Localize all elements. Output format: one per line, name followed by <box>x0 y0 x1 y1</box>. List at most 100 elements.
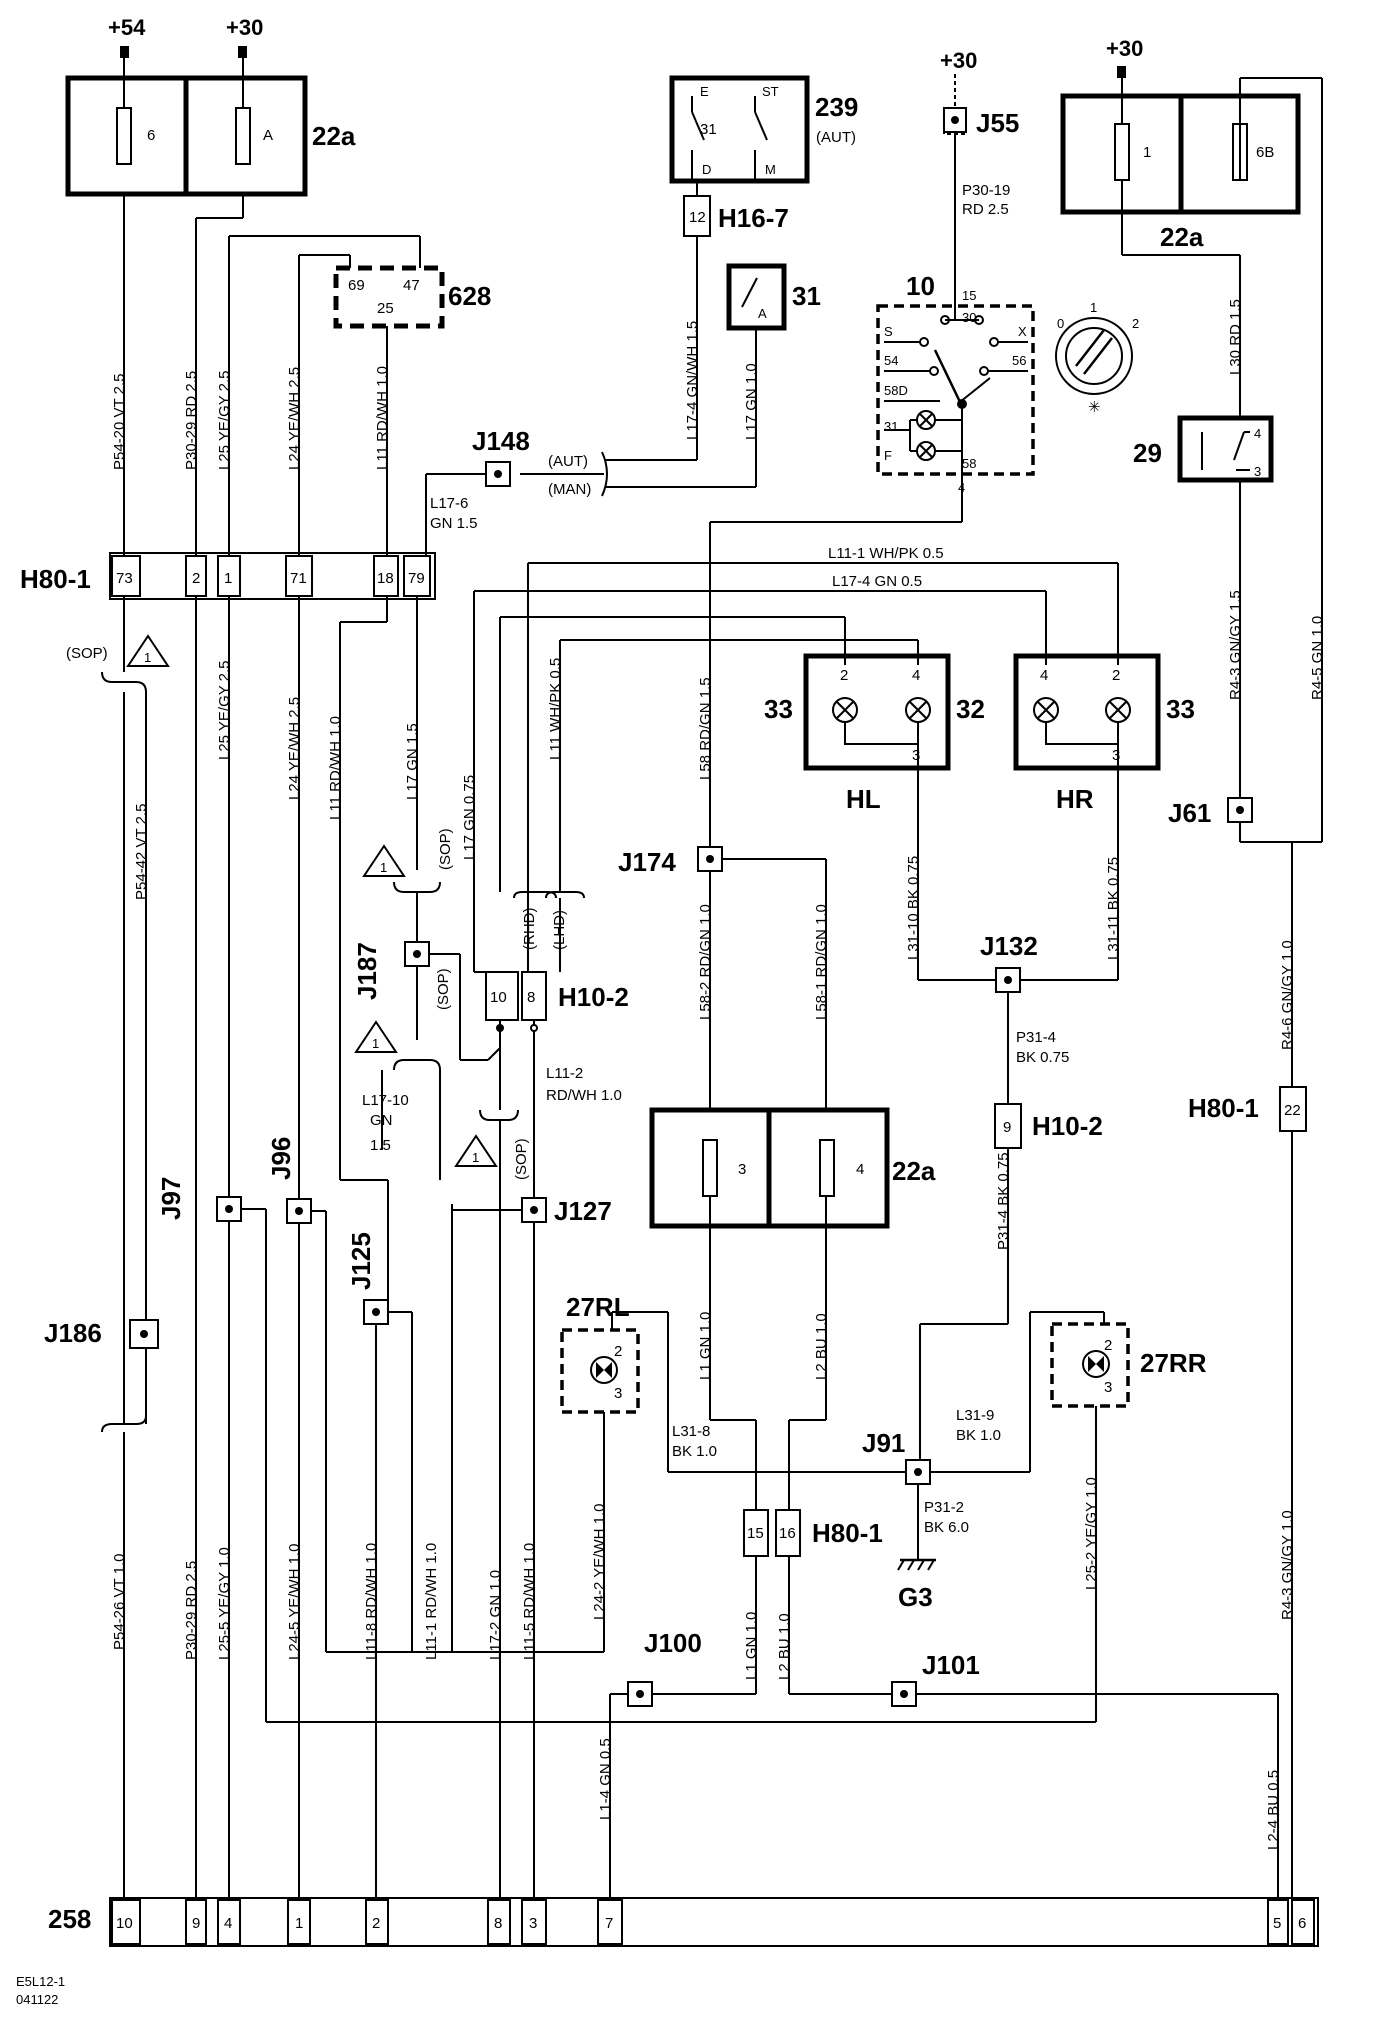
triangle-label: 1 <box>472 1150 479 1165</box>
pin-label: 9 <box>192 1915 200 1932</box>
fuse-box-label: 22a <box>892 1156 936 1186</box>
wire-label: P31-4 BK 0.75 <box>995 1152 1012 1250</box>
wire-label: P30-29 RD 2.5 <box>183 371 200 470</box>
junction-j187-label: J187 <box>352 942 382 1000</box>
switch-239: E ST 31 D M 239 (AUT) <box>669 75 858 184</box>
wire-label: L2 BU 1.0 <box>813 1313 830 1380</box>
fuse-box-label: 22a <box>1160 222 1204 252</box>
wire-label: L17 GN 0.75 <box>461 775 478 860</box>
knob-pos: 0 <box>1057 316 1064 331</box>
pin-label: 10 <box>116 1915 133 1932</box>
pin-label: ST <box>762 84 779 99</box>
junction-j125-label: J125 <box>346 1232 376 1290</box>
pin-label: 15 <box>962 288 976 303</box>
fuse-6-label: 6 <box>147 127 155 144</box>
junction-j148-label: J148 <box>472 426 530 456</box>
pin-label: 69 <box>348 277 365 294</box>
pin-label: 79 <box>408 570 425 587</box>
footer-date: 041122 <box>16 1992 58 2007</box>
pin-label: 3 <box>1254 464 1261 479</box>
svg-text:✳: ✳ <box>1088 399 1101 416</box>
pin-label: 2 <box>372 1915 380 1932</box>
pin-label: 9 <box>1003 1119 1011 1136</box>
wire-label: L1-4 GN 0.5 <box>597 1738 614 1820</box>
wire-label: L17 GN 1.5 <box>404 723 421 800</box>
wire-label: L31-8 <box>672 1423 710 1440</box>
switch-31: A 31 <box>726 263 821 331</box>
fuse-3-label: 3 <box>738 1161 746 1178</box>
pin-label: 1 <box>295 1915 303 1932</box>
wire-label: P31-2 <box>924 1499 964 1516</box>
pin-label: M <box>765 162 776 177</box>
wire-label: L17-10 <box>362 1092 409 1109</box>
wire-label: L17-2 GN 1.0 <box>487 1570 504 1660</box>
wire-label: P54-20 VT 2.5 <box>111 374 128 470</box>
pin-label: 3 <box>529 1915 537 1932</box>
wire-label: BK 6.0 <box>924 1519 969 1536</box>
wire-label: (RHD) <box>521 908 538 951</box>
junction-j186-label: J186 <box>44 1318 102 1348</box>
wire-label: L58-1 RD/GN 1.0 <box>813 904 830 1020</box>
wire-label: L25 YE/GY 2.5 <box>216 370 233 470</box>
wire-label: L1 GN 1.0 <box>697 1312 714 1380</box>
lamp-32-label: 32 <box>956 694 985 724</box>
wire-label: L24-5 YE/WH 1.0 <box>286 1544 303 1660</box>
wire-label: L30 RD 1.5 <box>1227 299 1244 375</box>
pin-label: 22 <box>1284 1102 1301 1119</box>
pin-label: 3 <box>1112 747 1120 764</box>
pin-label: 3 <box>614 1385 622 1402</box>
junction-j91-label: J91 <box>862 1428 905 1458</box>
wire-label: L2-4 BU 0.5 <box>1265 1770 1282 1850</box>
pin-label: 3 <box>912 747 920 764</box>
switch-239-mode: (AUT) <box>816 129 856 146</box>
wire-label: L58 RD/GN 1.5 <box>697 677 714 780</box>
pin-label: 31 <box>884 419 898 434</box>
wire-label: (SOP) <box>66 645 108 662</box>
junction-j148-man: (MAN) <box>548 481 591 498</box>
pin-label: 16 <box>779 1525 796 1542</box>
connector-h10-2-label: H10-2 <box>558 982 629 1012</box>
pin-label: 2 <box>1104 1337 1112 1354</box>
supply-terminal <box>238 46 247 58</box>
wire-label: L24-2 YE/WH 1.0 <box>591 1504 608 1620</box>
pin-label: 71 <box>290 570 307 587</box>
wire-label: L24 YE/WH 2.5 <box>286 697 303 800</box>
pin-label: 2 <box>840 667 848 684</box>
wire-label: P31-4 <box>1016 1029 1056 1046</box>
wire-label: L17-6 <box>430 495 468 512</box>
junction-j132-label: J132 <box>980 931 1038 961</box>
pin-label: 2 <box>192 570 200 587</box>
fuse-6b-label: 6B <box>1256 144 1274 161</box>
wire-label: BK 1.0 <box>672 1443 717 1460</box>
pin-label: 8 <box>527 989 535 1006</box>
wire-label: L11-1 RD/WH 1.0 <box>423 1543 440 1660</box>
ground-icon <box>897 1558 936 1571</box>
junction-j55-label: J55 <box>976 108 1019 138</box>
wire-label: RD 2.5 <box>962 201 1009 218</box>
wire-label: R4-3 GN/GY 1.5 <box>1227 590 1244 700</box>
junction-j148-aut: (AUT) <box>548 453 588 470</box>
connector-h10-2-right <box>994 1103 1022 1149</box>
pin-label: 7 <box>605 1915 613 1932</box>
pin-label: S <box>884 324 893 339</box>
relay-29: 4 3 29 <box>1133 415 1274 483</box>
fuse-box-22a-mid: 3 4 22a <box>649 1107 936 1229</box>
lamp-27rl: 2 3 27RL <box>560 1292 640 1414</box>
wire-label: (SOP) <box>437 828 454 870</box>
wire-label: P30-19 <box>962 182 1010 199</box>
light-switch-10: 10 S 54 58D 31 F 15 30 X 56 58 4 <box>876 271 1035 495</box>
pin-label: 47 <box>403 277 420 294</box>
connector-h16-7-label: H16-7 <box>718 203 789 233</box>
pin-label: E <box>700 84 709 99</box>
fuse-box-22a-top-right: 1 6B 22a <box>1060 93 1301 252</box>
warning-triangle-icon: 1 <box>126 634 170 667</box>
pin-label: 10 <box>490 989 507 1006</box>
pin-label: 4 <box>1040 667 1048 684</box>
triangle-label: 1 <box>144 650 151 665</box>
wire-label: P30-29 RD 2.5 <box>183 1561 200 1660</box>
wire-label: 1.5 <box>370 1137 391 1154</box>
triangle-label: 1 <box>380 860 387 875</box>
pin-label: 58 <box>962 456 976 471</box>
pin-label: 12 <box>689 209 706 226</box>
